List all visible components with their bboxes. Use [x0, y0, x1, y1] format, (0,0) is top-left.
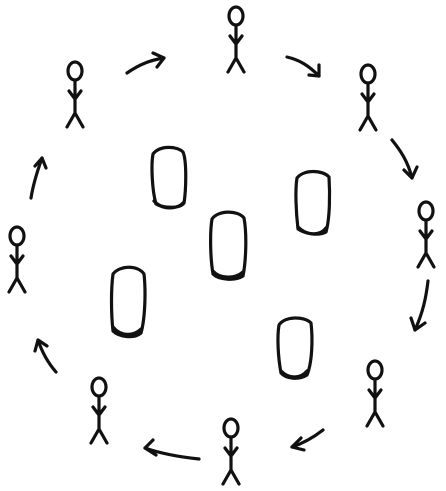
arrow-icon — [290, 428, 325, 452]
stick-figure-icon — [7, 225, 27, 294]
arrow-icon — [125, 51, 166, 75]
chair-icon — [276, 316, 314, 380]
arrow-icon — [29, 156, 48, 200]
arrow-icon — [143, 438, 201, 461]
chair-icon — [150, 145, 188, 210]
stick-figure-icon — [365, 359, 385, 428]
chair-icon — [294, 169, 332, 236]
stick-figure-icon — [65, 60, 85, 129]
chairs-group — [109, 145, 332, 380]
stick-figure-icon — [358, 63, 378, 132]
arrow-icon — [409, 279, 430, 332]
stick-figure-icon — [226, 5, 246, 74]
chair-icon — [109, 265, 147, 339]
stick-figure-icon — [89, 376, 109, 445]
stick-figure-icon — [416, 200, 436, 269]
arrow-icon — [33, 338, 58, 374]
arrows-group — [29, 51, 430, 461]
chair-icon — [209, 210, 248, 281]
stick-figure-icon — [221, 417, 241, 486]
arrow-icon — [390, 138, 419, 180]
arrow-icon — [285, 55, 321, 78]
